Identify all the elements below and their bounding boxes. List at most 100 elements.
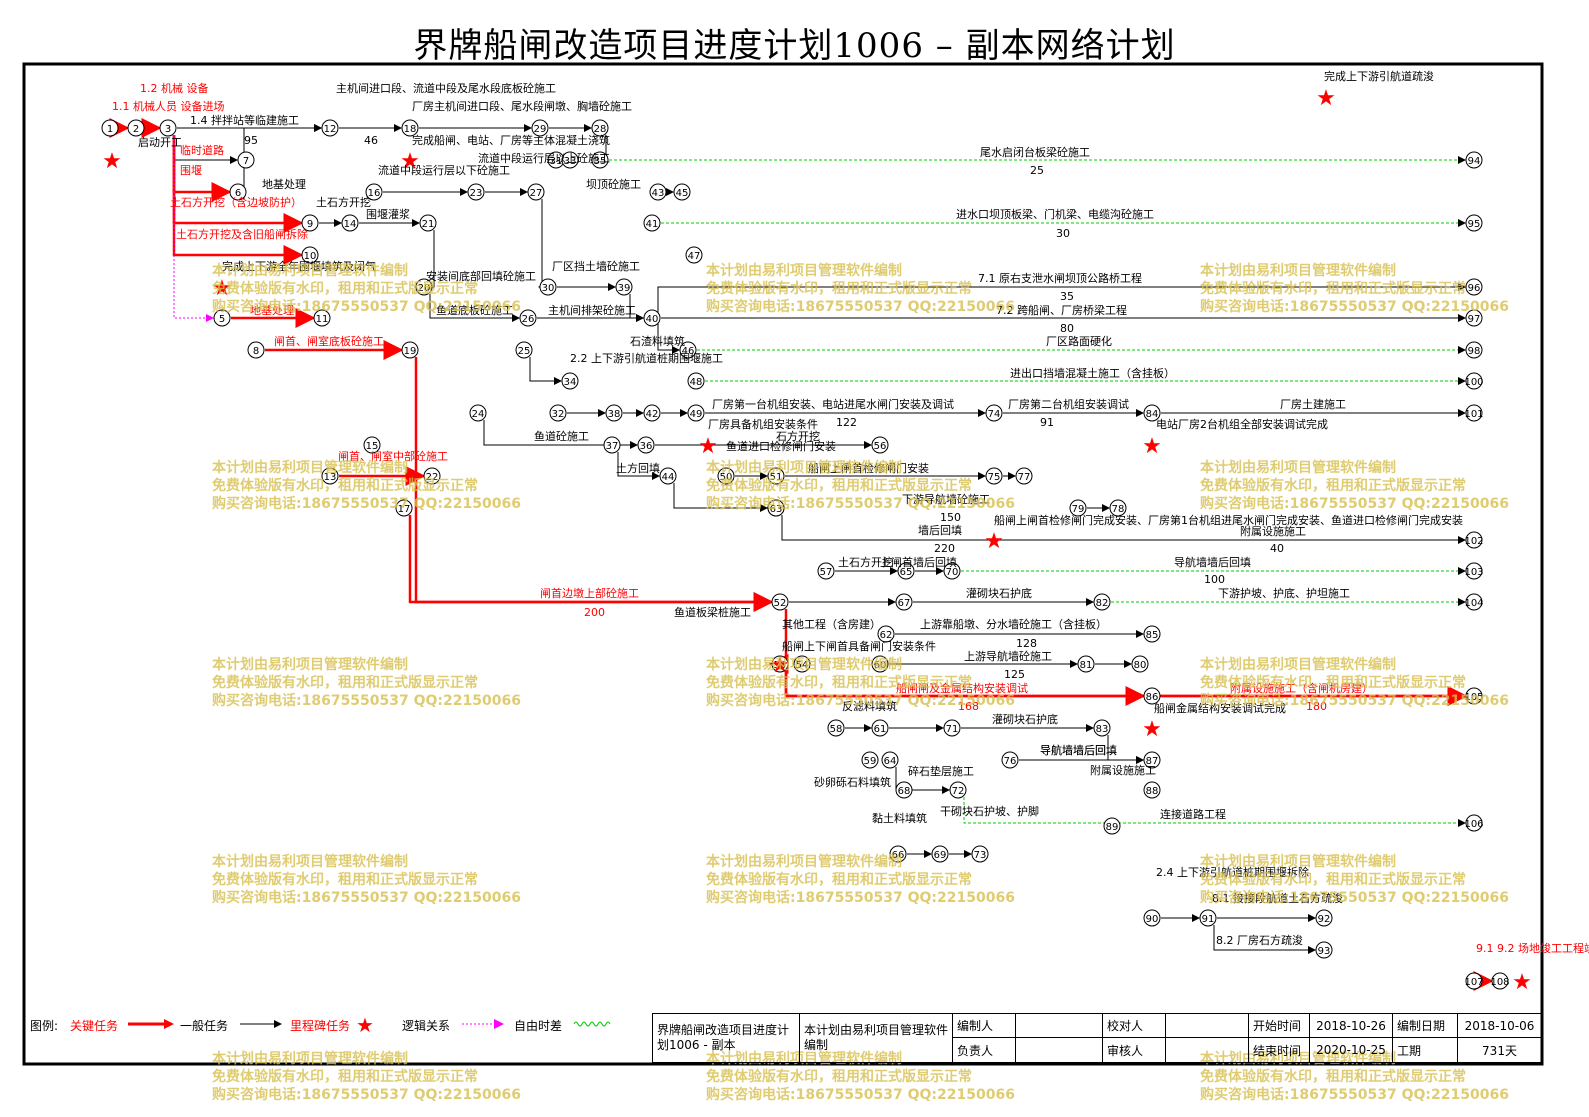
node-number: 25 <box>518 346 531 357</box>
event-node: 74 <box>985 404 1003 422</box>
diagram-frame <box>22 62 1544 1066</box>
event-node: 45 <box>673 183 691 201</box>
event-node: 44 <box>659 467 677 485</box>
activity-label: 电站厂房2台机组全部安装调试完成 <box>1156 417 1328 431</box>
activity-label: 流道中段运行层以上砼施工 <box>478 151 610 165</box>
legend-normal-label: 一般任务 <box>180 1019 229 1033</box>
node-number: 80 <box>1134 660 1147 671</box>
duration-label: 工期 <box>1392 1037 1458 1063</box>
event-node: 40 <box>643 309 661 327</box>
legend-normal-arrow <box>240 1020 282 1028</box>
activity-label: 船闸金属结构安装调试完成 <box>1154 701 1286 715</box>
node-number: 45 <box>676 188 689 199</box>
event-node: 14 <box>341 214 359 232</box>
event-node: 94 <box>1465 151 1483 169</box>
node-number: 78 <box>1112 504 1125 515</box>
event-node: 104 <box>1464 593 1484 611</box>
event-node: 75 <box>985 467 1003 485</box>
node-number: 12 <box>324 124 337 135</box>
activity-arrow <box>1213 925 1316 954</box>
node-number: 43 <box>652 188 665 199</box>
node-number: 28 <box>594 124 607 135</box>
activity-label: 启动开工 <box>138 136 182 149</box>
activity-label: 附属设施施工 <box>1090 763 1156 777</box>
start-label: 开始时间 <box>1248 1013 1310 1038</box>
activity-arrows <box>109 118 1494 991</box>
event-node: 34 <box>561 372 579 390</box>
event-node: 12 <box>321 119 339 137</box>
star-icon: ★ <box>698 434 718 459</box>
activity-label: 围堰 <box>180 164 202 177</box>
node-number: 59 <box>864 756 877 767</box>
activity-label: 船闸上闸首检修闸门完成安装、厂房第1台机组进尾水闸门完成安装、鱼道进口检修闸门完… <box>994 513 1463 527</box>
node-number: 41 <box>646 219 659 230</box>
event-node: 106 <box>1464 814 1484 832</box>
activity-label: 石渣料填筑 <box>630 334 685 348</box>
legend-logic-arrow <box>462 1019 504 1029</box>
node-number: 102 <box>1464 536 1483 547</box>
project-name: 界牌船闸改造项目进度计划1006 - 副本 <box>652 1013 800 1063</box>
node-number: 44 <box>662 472 675 483</box>
activity-label: 1.4 拌拌站等临建施工 <box>190 113 299 127</box>
event-node: 97 <box>1465 309 1483 327</box>
node-number: 77 <box>1018 472 1031 483</box>
node-number: 105 <box>1464 692 1483 703</box>
activity-label: 坝顶砼施工 <box>586 177 641 191</box>
event-node: 83 <box>1093 719 1111 737</box>
activity-label: 尾水启闭台板梁砼施工 <box>980 145 1090 159</box>
node-number: 38 <box>608 409 621 420</box>
node-number: 11 <box>316 314 329 325</box>
node-number: 52 <box>774 598 787 609</box>
node-number: 74 <box>988 409 1001 420</box>
event-node: 26 <box>519 309 537 327</box>
event-node: 50 <box>717 467 735 485</box>
event-node: 48 <box>687 372 705 390</box>
activity-label: 完成船闸、电站、厂房等主体混凝土浇筑 <box>412 133 610 147</box>
info-block: 界牌船闸改造项目进度计划1006 - 副本 本计划由易利项目管理软件编制 编制人… <box>652 1013 1542 1063</box>
activity-label: 91 <box>1040 416 1054 429</box>
event-node: 39 <box>615 278 633 296</box>
node-number: 22 <box>426 472 439 483</box>
legend: 图例: 关键任务 一般任务 里程碑任务 ★ 逻辑关系 自由时差 <box>26 1013 654 1063</box>
event-node: 81 <box>1077 655 1095 673</box>
activity-label: 附属设施施工（含闸机房建） <box>1230 681 1373 695</box>
event-node: 49 <box>687 404 705 422</box>
event-node: 77 <box>1015 467 1033 485</box>
start-value: 2018-10-26 <box>1309 1013 1393 1038</box>
end-value: 2020-10-25 <box>1309 1037 1393 1063</box>
event-node: 76 <box>1001 751 1019 769</box>
event-node: 79 <box>1069 499 1087 517</box>
event-node: 13 <box>321 467 339 485</box>
event-node: 69 <box>931 845 949 863</box>
activity-label: 40 <box>1270 542 1284 555</box>
node-number: 100 <box>1464 377 1483 388</box>
star-icon: ★ <box>1316 86 1336 111</box>
event-node: 64 <box>881 751 899 769</box>
event-node: 21 <box>419 214 437 232</box>
activity-label: 安装间底部回填砼施工 <box>426 269 536 283</box>
activity-label: 土方回填 <box>616 461 660 475</box>
node-number: 86 <box>1146 692 1159 703</box>
activity-label: 灌砌块石护底 <box>992 712 1058 726</box>
event-node: 85 <box>1143 625 1161 643</box>
node-number: 5 <box>219 314 225 325</box>
node-number: 29 <box>534 124 547 135</box>
event-node: 8 <box>247 341 265 359</box>
node-number: 48 <box>690 377 703 388</box>
activity-label: 导航墙墙后回填 <box>1040 743 1117 757</box>
author-label: 编制人 <box>952 1013 1016 1038</box>
event-node: 103 <box>1464 562 1484 580</box>
node-number: 75 <box>988 472 1001 483</box>
node-number: 106 <box>1464 819 1483 830</box>
event-node: 25 <box>515 341 533 359</box>
event-node: 46 <box>679 341 697 359</box>
auditor-value <box>1165 1037 1249 1063</box>
event-node: 17 <box>395 499 413 517</box>
activity-label: 黏土料填筑 <box>872 811 927 825</box>
activity-label: 碎石垫层施工 <box>908 764 974 778</box>
node-number: 60 <box>874 660 887 671</box>
activity-label: 150 <box>940 511 961 524</box>
node-number: 63 <box>770 504 783 515</box>
activity-label: 船闸闸及金属结构安装调试 <box>896 681 1028 695</box>
